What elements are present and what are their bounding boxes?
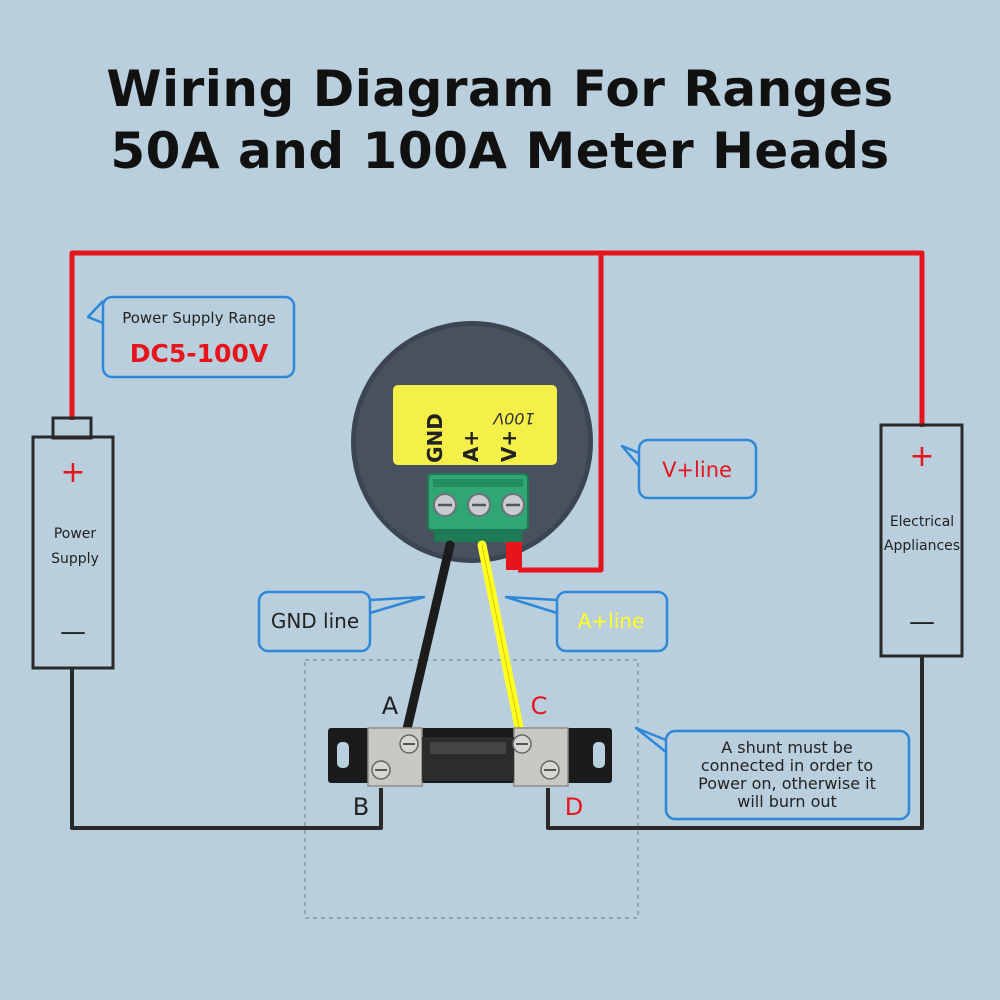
battery-terminal-cap <box>51 416 93 440</box>
screw-icon <box>371 760 391 780</box>
gnd-line-label: GND line <box>271 609 359 633</box>
supply-negative-wire <box>70 668 383 830</box>
screw-icon <box>467 493 491 517</box>
pin-label-v-plus: V+ <box>497 430 521 462</box>
meter-head: 100V GND A+ V+ <box>351 321 593 570</box>
a-plus-wire-edge <box>481 544 523 743</box>
battery-minus-sign: — <box>60 617 86 647</box>
shunt-area-outline <box>304 659 639 919</box>
meter-label-sticker <box>393 385 557 465</box>
electrical-appliance: + Electrical Appliances — <box>879 423 964 658</box>
shunt-mount-hole-left <box>337 742 349 768</box>
title-line-1: Wiring Diagram For Ranges <box>106 60 894 118</box>
page-title: Wiring Diagram For Ranges 50A and 100A M… <box>0 58 1000 182</box>
appliance-label-1: Electrical <box>890 514 954 530</box>
shunt: A B C D <box>328 692 612 821</box>
callout-power-range: Power Supply Range DC5-100V <box>86 295 296 379</box>
callout-pointer-icon <box>634 726 667 753</box>
positive-main-wire <box>69 250 925 427</box>
power-range-label: Power Supply Range <box>122 309 276 327</box>
callout-a-line: A+line <box>504 590 669 653</box>
appliance-negative-wire <box>546 656 924 830</box>
screw-icon <box>399 734 419 754</box>
shunt-warning-line-2: connected in order to <box>701 756 873 775</box>
screw-icon <box>512 734 532 754</box>
terminal-label-b: B <box>353 793 369 821</box>
pin-label-a-plus: A+ <box>459 430 483 462</box>
callout-pointer-icon <box>620 444 640 467</box>
terminal-block-top <box>433 479 523 487</box>
callout-box <box>101 295 296 379</box>
battery-body <box>31 435 115 670</box>
terminal-label-d: D <box>565 793 583 821</box>
appliance-label-2: Appliances <box>884 538 960 554</box>
appliance-body <box>879 423 964 658</box>
v-plus-wire <box>518 253 604 573</box>
gnd-wire <box>399 540 455 747</box>
shunt-warning-line-3: Power on, otherwise it <box>698 774 876 793</box>
callout-shunt-warning: A shunt must be connected in order to Po… <box>634 726 911 821</box>
callout-box <box>637 438 758 500</box>
callout-box <box>664 729 911 821</box>
power-supply-label-2: Supply <box>51 551 99 567</box>
power-supply: + Power Supply — <box>31 416 115 670</box>
callout-pointer-icon <box>504 595 558 615</box>
screw-icon <box>540 760 560 780</box>
screw-icon <box>433 493 457 517</box>
appliance-minus-sign: — <box>909 607 935 637</box>
power-range-value: DC5-100V <box>130 339 269 368</box>
power-supply-label-1: Power <box>54 526 97 542</box>
a-line-label: A+line <box>578 609 645 633</box>
callout-gnd-line: GND line <box>257 590 426 653</box>
v-line-label: V+line <box>662 458 732 482</box>
positive-wiring <box>69 250 925 573</box>
shunt-warning-line-1: A shunt must be <box>721 738 853 757</box>
v-plus-wire-stub <box>506 542 522 570</box>
shunt-warning-line-4: will burn out <box>737 792 837 811</box>
callout-box <box>555 590 669 653</box>
title-line-2: 50A and 100A Meter Heads <box>110 122 890 180</box>
appliance-plus-sign: + <box>909 439 934 474</box>
terminal-label-a: A <box>382 692 399 720</box>
callout-box <box>257 590 372 653</box>
pin-label-gnd: GND <box>423 413 447 463</box>
callout-pointer-icon <box>369 595 426 615</box>
negative-wiring <box>70 656 924 830</box>
callout-pointer-icon <box>86 300 104 325</box>
battery-plus-sign: + <box>60 455 85 490</box>
screw-icon <box>501 493 525 517</box>
shunt-resistor-highlight <box>430 742 506 754</box>
terminal-block-base <box>434 530 522 542</box>
callout-v-line: V+line <box>620 438 758 500</box>
shunt-mount-hole-right <box>593 742 605 768</box>
meter-range-text: 100V <box>492 409 535 428</box>
terminal-label-c: C <box>531 692 548 720</box>
